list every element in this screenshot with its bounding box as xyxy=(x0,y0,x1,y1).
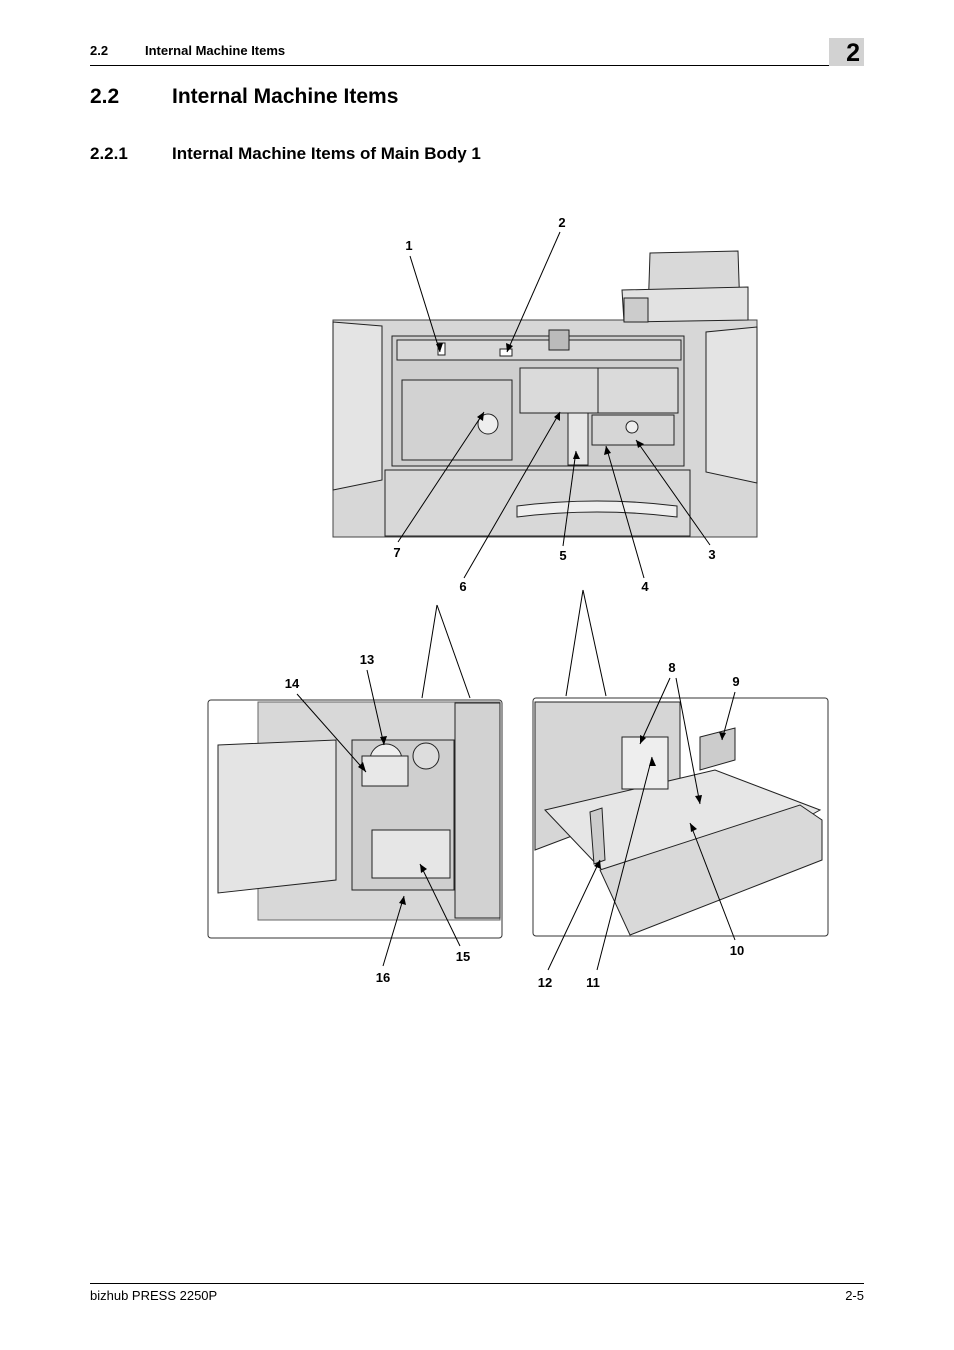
main-body-drawing xyxy=(332,250,758,538)
callout-4: 4 xyxy=(641,579,649,594)
callout-2: 2 xyxy=(558,215,565,230)
callout-7: 7 xyxy=(393,545,400,560)
footer-product: bizhub PRESS 2250P xyxy=(90,1288,218,1303)
callout-15: 15 xyxy=(456,949,470,964)
callout-16: 16 xyxy=(376,970,390,985)
callout-10: 10 xyxy=(730,943,744,958)
subsection-title: Internal Machine Items of Main Body 1 xyxy=(172,144,481,163)
callout-6: 6 xyxy=(459,579,466,594)
callout-lines xyxy=(296,231,736,971)
running-header-section: 2.2 xyxy=(90,43,109,58)
callout-3: 3 xyxy=(708,547,715,562)
chapter-tab: 2 xyxy=(829,38,864,67)
footer-rule xyxy=(90,1283,864,1284)
section-number: 2.2 xyxy=(90,85,120,108)
callout-5: 5 xyxy=(559,548,566,563)
panel-right xyxy=(532,697,829,937)
chapter-number: 2 xyxy=(846,39,860,67)
running-header-title: Internal Machine Items xyxy=(145,43,286,58)
subsection-number: 2.2.1 xyxy=(90,144,128,163)
callout-14: 14 xyxy=(285,676,300,691)
callout-arrowheads xyxy=(358,343,726,905)
callout-labels: 1 2 3 4 5 6 7 8 9 10 11 12 13 14 15 16 xyxy=(285,215,744,990)
header-rule xyxy=(90,65,864,66)
callout-9: 9 xyxy=(732,674,739,689)
callout-1: 1 xyxy=(405,238,412,253)
section-title: Internal Machine Items xyxy=(172,85,399,108)
callout-12: 12 xyxy=(538,975,552,990)
panel-left xyxy=(207,699,503,939)
callout-13: 13 xyxy=(360,652,374,667)
callout-8: 8 xyxy=(668,660,675,675)
callout-11: 11 xyxy=(586,975,600,990)
footer-page-number: 2-5 xyxy=(845,1288,864,1303)
